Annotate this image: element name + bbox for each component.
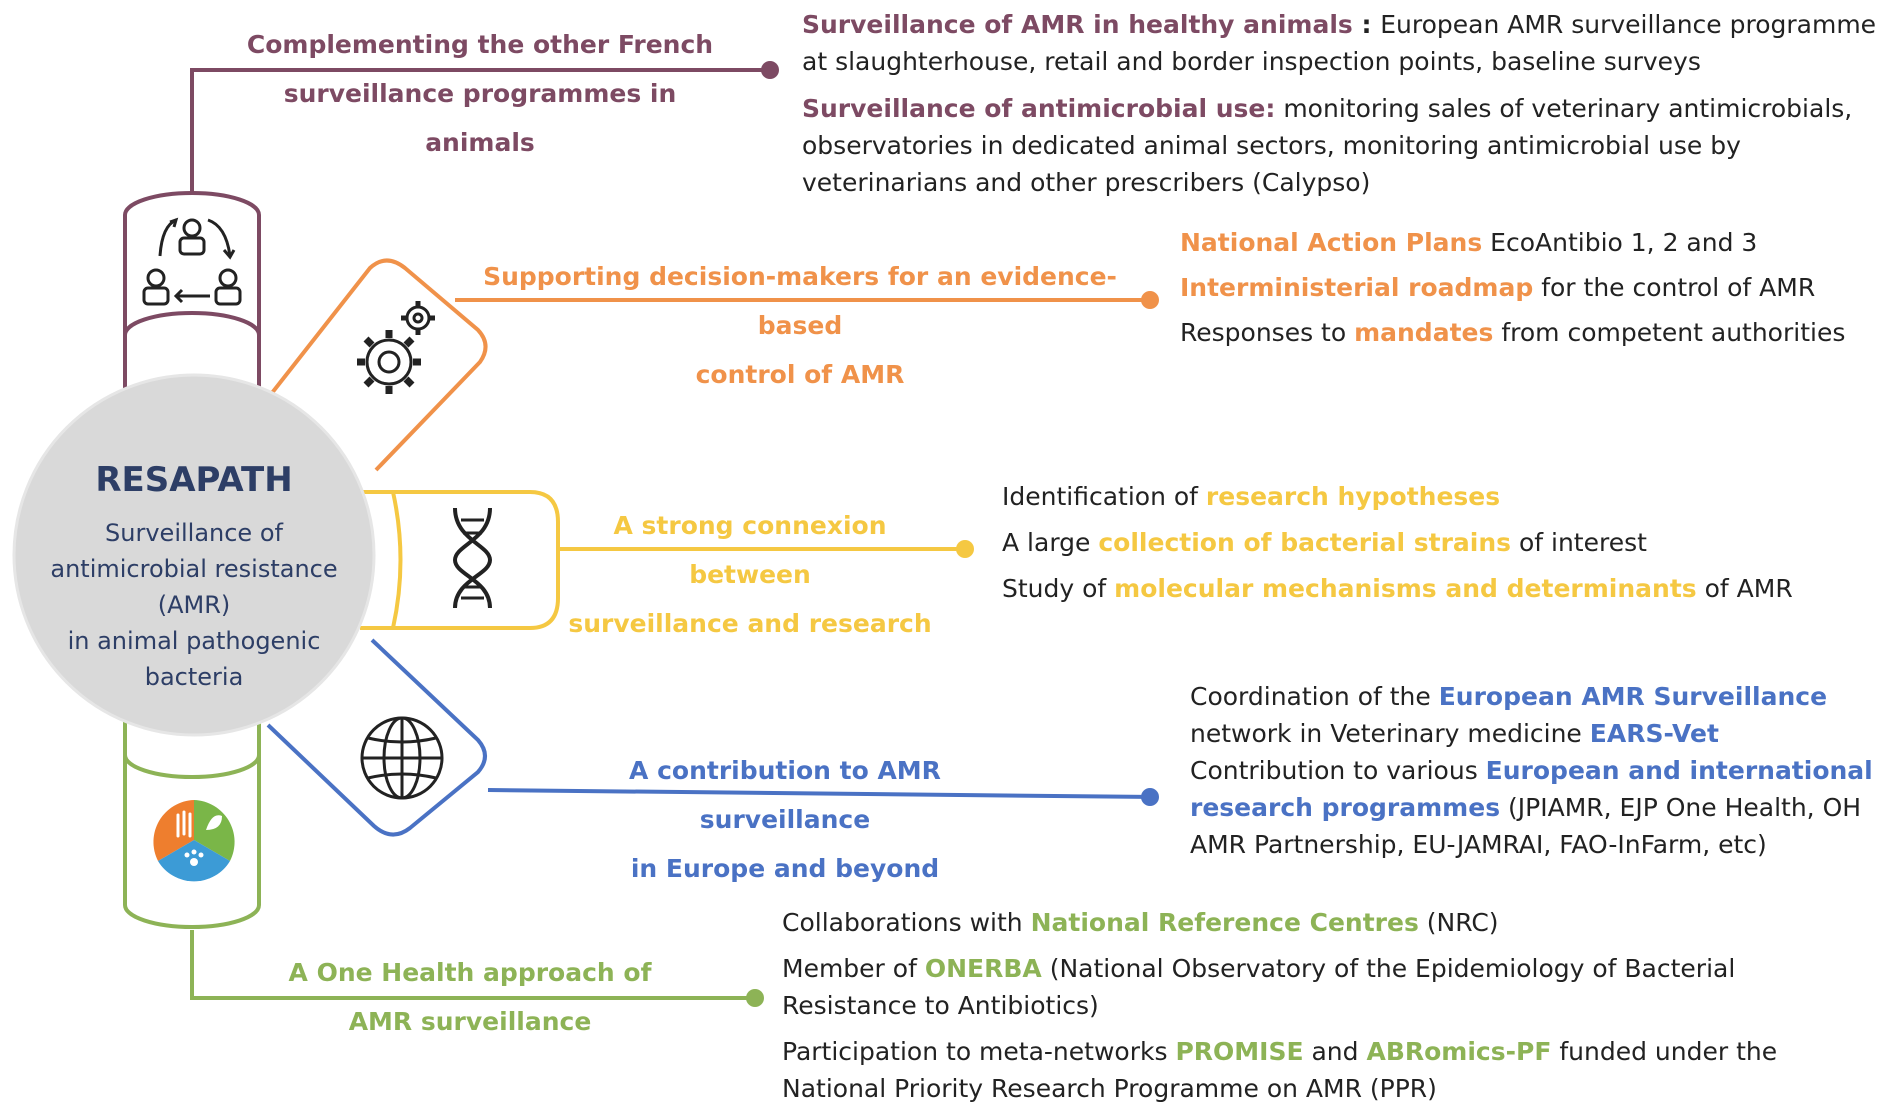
green-detail-text: Collaborations with	[782, 908, 1031, 937]
gears-icon	[357, 301, 435, 394]
orange-detail-paragraph: Responses to mandates from competent aut…	[1180, 314, 1880, 351]
center-subtitle-line: in animal pathogenic	[67, 627, 321, 655]
yellow-highlight-text: molecular mechanisms and determinants	[1114, 574, 1697, 603]
blue-highlight-text: European and international research prog…	[1190, 756, 1873, 822]
blue-highlight-text: European AMR Surveillance	[1438, 682, 1828, 711]
green-highlight-text: PROMISE	[1175, 1037, 1304, 1066]
yellow-detail-paragraph: Identification of research hypotheses	[1002, 478, 1882, 515]
center-subtitle-line: bacteria	[144, 663, 244, 691]
center-subtitle: Surveillance of antimicrobial resistance…	[24, 515, 364, 695]
orange-highlight-text: mandates	[1354, 318, 1494, 347]
purple-detail-text: European AMR surveillance programme at s…	[802, 10, 1877, 76]
green-highlight-text: ONERBA	[924, 954, 1042, 983]
purple-connector	[190, 61, 779, 200]
yellow-detail-text: Identification of	[1002, 482, 1206, 511]
blue-detail-text: network in Veterinary medicine	[1190, 719, 1590, 748]
green-detail-paragraph: Collaborations with National Reference C…	[782, 904, 1792, 941]
yellow-branch-label: A strong connexion between surveillance …	[560, 501, 940, 648]
purple-branch-label: Complementing the other French surveilla…	[230, 20, 730, 167]
green-highlight-text: National Reference Centres	[1030, 908, 1419, 937]
orange-detail-text: EcoAntibio 1, 2 and 3	[1482, 228, 1758, 257]
orange-detail-text: for the control of AMR	[1533, 273, 1816, 302]
purple-detail-text: :	[1352, 10, 1381, 39]
yellow-connector	[555, 540, 974, 558]
people-cycle-icon	[142, 217, 242, 306]
yellow-detail-text: of interest	[1511, 528, 1647, 557]
orange-detail-paragraph: Interministerial roadmap for the control…	[1180, 269, 1880, 306]
green-details: Collaborations with National Reference C…	[782, 904, 1792, 1107]
dna-icon	[452, 507, 493, 609]
yellow-detail-text: A large	[1002, 528, 1099, 557]
one-health-icon	[153, 800, 235, 882]
purple-highlight-text: Surveillance of antimicrobial use:	[802, 94, 1276, 123]
center-subtitle-line: (AMR)	[157, 591, 231, 619]
yellow-branch-label-line: A strong connexion between	[613, 511, 887, 589]
blue-branch-label: A contribution to AMR surveillance in Eu…	[545, 746, 1025, 893]
orange-capsule	[266, 258, 488, 472]
yellow-highlight-text: research hypotheses	[1205, 482, 1501, 511]
purple-detail-paragraph: Surveillance of antimicrobial use: monit…	[802, 90, 1892, 201]
green-connector	[190, 930, 764, 1007]
purple-branch-label-line: surveillance programmes in animals	[283, 79, 677, 157]
blue-detail-paragraph: Contribution to various European and int…	[1190, 752, 1895, 863]
globe-icon	[360, 716, 444, 800]
purple-detail-paragraph: Surveillance of AMR in healthy animals :…	[802, 6, 1892, 80]
orange-branch-label: Supporting decision-makers for an eviden…	[470, 252, 1130, 399]
green-detail-text: Member of	[782, 954, 925, 983]
green-detail-text: and	[1303, 1037, 1367, 1066]
blue-detail-paragraph: Coordination of the European AMR Surveil…	[1190, 678, 1895, 752]
orange-details: National Action Plans EcoAntibio 1, 2 an…	[1180, 224, 1880, 351]
green-branch-label-line: A One Health approach of	[288, 958, 652, 987]
blue-details: Coordination of the European AMR Surveil…	[1190, 678, 1895, 863]
center-circle	[12, 373, 376, 737]
yellow-detail-paragraph: Study of molecular mechanisms and determ…	[1002, 570, 1882, 607]
green-detail-text: funded under the National Priority Resea…	[782, 1037, 1778, 1103]
green-detail-text: (NRC)	[1418, 908, 1499, 937]
orange-connector	[455, 291, 1159, 309]
yellow-capsule	[360, 490, 560, 630]
blue-detail-text: (JPIAMR, EJP One Health, OH AMR Partners…	[1190, 793, 1862, 859]
blue-connector	[487, 788, 1159, 806]
yellow-detail-text: Study of	[1002, 574, 1115, 603]
yellow-detail-paragraph: A large collection of bacterial strains …	[1002, 524, 1882, 561]
blue-highlight-text: EARS-Vet	[1589, 719, 1719, 748]
orange-detail-text: from competent authorities	[1493, 318, 1846, 347]
center-subtitle-line: Surveillance of	[105, 519, 283, 547]
green-branch-label-line: AMR surveillance	[348, 1007, 592, 1036]
yellow-details: Identification of research hypotheses A l…	[1002, 478, 1882, 607]
yellow-highlight-text: collection of bacterial strains	[1098, 528, 1512, 557]
orange-detail-text: Responses to	[1180, 318, 1355, 347]
purple-highlight-text: Surveillance of AMR in healthy animals	[802, 10, 1353, 39]
green-detail-paragraph: Member of ONERBA (National Observatory o…	[782, 950, 1792, 1024]
blue-detail-text: Contribution to various	[1190, 756, 1486, 785]
orange-branch-label-line: Supporting decision-makers for an eviden…	[483, 262, 1117, 340]
center-title: RESAPATH	[95, 460, 293, 500]
orange-branch-label-line: control of AMR	[695, 360, 905, 389]
blue-branch-label-line: in Europe and beyond	[630, 854, 940, 883]
purple-branch-label-line: Complementing the other French	[246, 30, 714, 59]
orange-highlight-text: Interministerial roadmap	[1180, 273, 1534, 302]
center-subtitle-line: antimicrobial resistance	[50, 555, 338, 583]
green-detail-paragraph: Participation to meta-networks PROMISE a…	[782, 1033, 1792, 1107]
purple-detail-text: monitoring sales of veterinary antimicro…	[802, 94, 1853, 197]
green-highlight-text: ABRomics-PF	[1366, 1037, 1552, 1066]
green-branch-label: A One Health approach of AMR surveillanc…	[270, 948, 670, 1046]
blue-detail-text: Coordination of the	[1190, 682, 1439, 711]
yellow-detail-text: of AMR	[1696, 574, 1793, 603]
purple-details: Surveillance of AMR in healthy animals :…	[802, 6, 1892, 201]
green-detail-text: Participation to meta-networks	[782, 1037, 1176, 1066]
orange-detail-paragraph: National Action Plans EcoAntibio 1, 2 an…	[1180, 224, 1880, 261]
green-detail-text: (National Observatory of the Epidemiolog…	[782, 954, 1736, 1020]
orange-highlight-text: National Action Plans	[1180, 228, 1483, 257]
blue-branch-label-line: A contribution to AMR surveillance	[629, 756, 941, 834]
yellow-branch-label-line: surveillance and research	[568, 609, 932, 638]
